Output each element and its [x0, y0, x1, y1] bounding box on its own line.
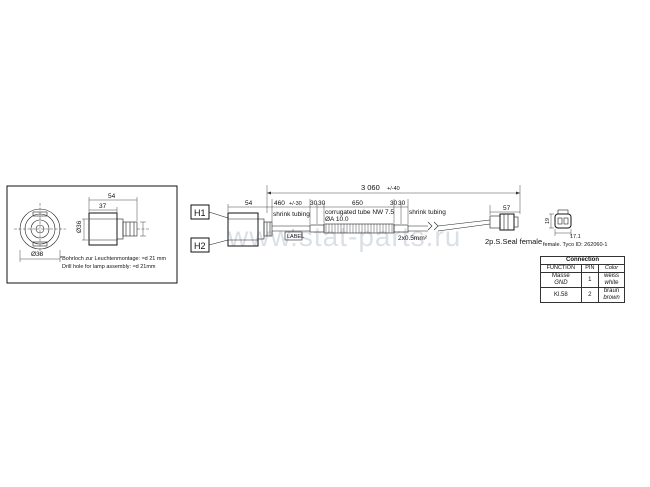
row1-color: weiss white [597, 272, 626, 288]
note-drill-de: *Bohrloch zur Leuchtenmontage: ≈d 21 mm [60, 256, 166, 262]
dim-phi36: Ø36 [76, 220, 83, 233]
note-drill-en: Drill hole for lamp assembly: ≈d 21mm [62, 264, 156, 270]
label-tag-box [284, 231, 303, 241]
plug-label: 2p.S.Seal female [485, 237, 542, 246]
corrugated-tube-label: corrugated tube NW 7.5 [325, 209, 394, 216]
dim-30a: 30 [310, 200, 318, 207]
col-function: FUNCTION [540, 264, 582, 273]
left-detail-view: Ø38 54 37 Ø36 *Bohrloch zur L [6, 185, 178, 284]
plug-2p-s-seal [489, 213, 519, 231]
label-tag: LABEL [287, 234, 304, 240]
table-row: Masse GND 1 weiss white [540, 272, 626, 288]
dim-30c: 30 [390, 200, 398, 207]
col-color: Color [597, 264, 626, 273]
connector-dim-19: 19 [545, 218, 551, 224]
dim-30d: 30 [398, 200, 406, 207]
connection-table: Connection FUNCTION PIN Color Masse GND … [540, 256, 626, 303]
detail-frame [6, 185, 178, 284]
shrink-tube-right [393, 224, 409, 233]
dim-460: 460 [274, 200, 285, 207]
connection-table-title: Connection [540, 256, 625, 265]
row2-function: Kl.58 [540, 287, 582, 303]
harness-main-view: H1 H2 [190, 183, 542, 253]
connector-dim-17: 17.1 [570, 234, 581, 240]
left-dim-37: 37 [99, 203, 107, 210]
dim-total-length: 3 060 [361, 183, 380, 192]
main-dim-54: 54 [245, 200, 253, 207]
dim-57: 57 [503, 205, 511, 212]
shrink-tubing-left-label: shrink tubing [273, 211, 310, 218]
connector-note: female. Tyco ID: 262060-1 [543, 242, 607, 248]
dim-total-tol: +/-40 [387, 186, 400, 192]
lamp-housing [227, 212, 273, 247]
col-pin: PIN [580, 264, 599, 273]
front-view-circles [14, 203, 66, 255]
row2-color: braun brown [597, 287, 626, 303]
wire-spec-label: 2x0.5mm² [398, 235, 428, 242]
side-view-lamp [88, 212, 150, 246]
dim-460-tol: +/-30 [289, 201, 302, 207]
corrugated-dia-label: ØA 10.0 [325, 216, 349, 223]
label-h1: H1 [194, 208, 206, 218]
left-dim-54: 54 [108, 193, 116, 200]
dim-phi38: Ø38 [31, 251, 44, 258]
dim-650: 650 [352, 200, 363, 207]
connector-end-view: 19 17.1 female. Tyco ID: 262060-1 [543, 209, 607, 248]
row2-pin: 2 [580, 287, 599, 303]
table-row: Kl.58 2 braun brown [540, 287, 626, 303]
row1-pin: 1 [580, 272, 599, 288]
shrink-tubing-right-label: shrink tubing [409, 209, 446, 216]
row1-function: Masse GND [540, 272, 582, 288]
dim-30b: 30 [318, 200, 326, 207]
label-h2: H2 [194, 241, 206, 251]
